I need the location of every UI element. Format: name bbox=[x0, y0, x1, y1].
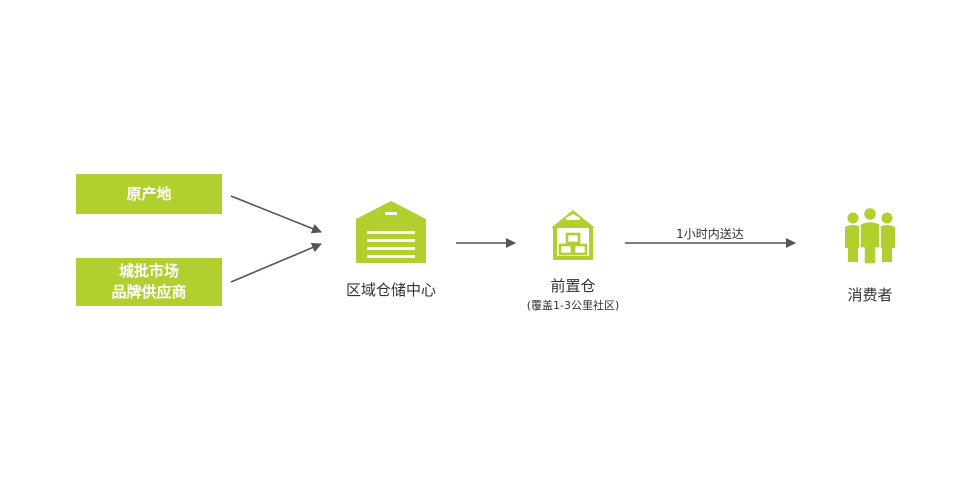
arrow-market-to-center bbox=[230, 242, 322, 283]
source-market-label-line1: 城批市场 bbox=[118, 262, 179, 280]
source-origin-label: 原产地 bbox=[126, 184, 172, 203]
source-box-market: 城批市场 品牌供应商 bbox=[76, 258, 222, 306]
people-group-icon bbox=[845, 206, 895, 265]
front-warehouse-label: 前置仓 bbox=[550, 277, 596, 295]
source-box-origin: 原产地 bbox=[76, 174, 222, 214]
source-market-label-line2: 品牌供应商 bbox=[111, 283, 187, 301]
warehouse-icon bbox=[356, 201, 426, 263]
delivery-time-label: 1小时内送达 bbox=[676, 227, 744, 241]
regional-center-label: 区域仓储中心 bbox=[345, 281, 436, 299]
consumer-label: 消费者 bbox=[847, 286, 893, 304]
arrow-origin-to-center bbox=[230, 195, 322, 234]
storage-house-icon bbox=[551, 210, 595, 260]
front-warehouse-note: (覆盖1-3公里社区) bbox=[526, 299, 620, 312]
